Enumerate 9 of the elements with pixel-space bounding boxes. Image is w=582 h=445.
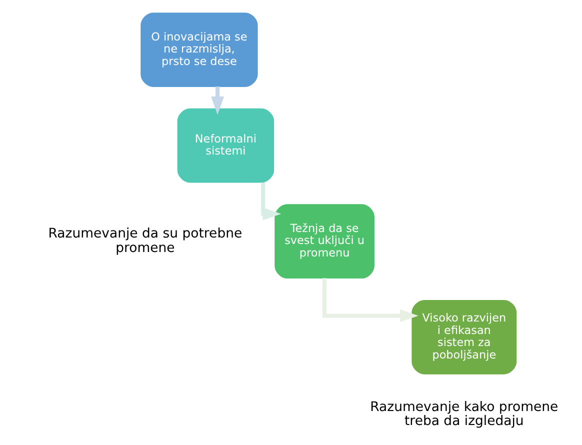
node-box: O inovacijama se ne razmislja, prsto se dese	[140, 12, 258, 86]
arrow	[210, 86, 224, 114]
node-box: Neformalni sistemi	[176, 108, 274, 182]
label: Razumevanje kako promene treba da izgledaju	[370, 399, 558, 429]
arrow	[260, 182, 281, 220]
node-box: Visoko razvijen i efikasan sistem za poboljšanje	[411, 299, 516, 374]
label: Razumevanje da su potrebne promene	[48, 226, 242, 256]
arrow	[322, 278, 418, 322]
node-box: Težnja da se svest uključi u promenu	[274, 204, 374, 278]
